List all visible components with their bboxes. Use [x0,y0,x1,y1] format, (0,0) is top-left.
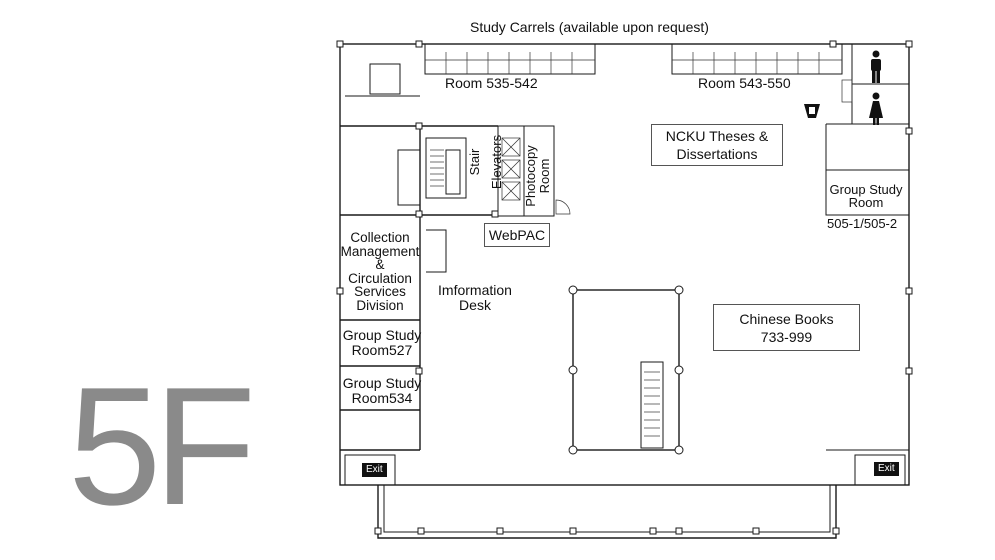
group-study-right-label: Group Study Room [829,182,903,210]
carrels-right [671,43,843,75]
group-study-right-number: 505-1/505-2 [827,216,898,231]
outer-wall [339,43,910,486]
exit-left-sign: Exit [362,463,387,477]
collection-label: Collection Management & Circulation Serv… [340,230,420,313]
lower-annex-wall [377,485,837,539]
floor-number: 5F [68,352,256,540]
male-restroom-icon [871,50,881,83]
header-label: Study Carrels (available upon request) [470,19,709,35]
atrium-stair-treads [644,371,660,437]
room-543-550-label: Room 543-550 [698,75,791,91]
chinese-books-label: Chinese Books 733-999 [713,304,860,351]
elevators-label: Elevators [489,134,504,190]
stair-label: Stair [467,148,482,176]
room-535-542-label: Room 535-542 [445,75,538,91]
perimeter-columns [336,40,913,535]
webpac-label: WebPAC [484,223,550,247]
accessible-restroom-icon [804,104,820,118]
information-desk-label: Imformation Desk [438,282,512,313]
exit-right-sign: Exit [874,462,899,476]
stair-treads [430,149,444,187]
group-study-527-label: Group Study Room527 [342,327,422,358]
photocopy-label: Photocopy Room [523,145,552,207]
carrels-left [424,43,596,75]
theses-label: NCKU Theses & Dissertations [651,124,783,166]
female-restroom-icon [869,92,883,125]
group-study-534-label: Group Study Room534 [342,375,422,406]
